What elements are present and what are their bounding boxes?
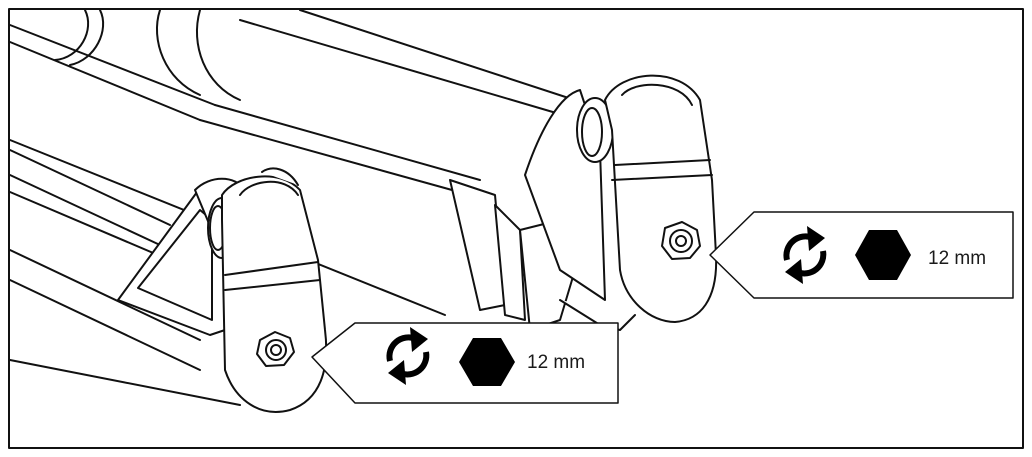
rotate-arrows-icon xyxy=(783,226,827,284)
upper-callout: 12 mm xyxy=(709,211,1014,299)
rotate-arrows-icon xyxy=(386,327,430,385)
upper-clevis-bracket xyxy=(449,74,718,331)
diagram-frame xyxy=(8,8,1024,449)
hex-socket-icon xyxy=(855,230,911,280)
upper-callout-size: 12 mm xyxy=(928,248,986,269)
lower-tube xyxy=(9,149,241,406)
lower-callout: 12 mm xyxy=(311,322,619,404)
lower-callout-size: 12 mm xyxy=(527,352,585,373)
lower-clevis-bracket xyxy=(117,167,328,413)
upper-bolt xyxy=(661,221,701,260)
hex-socket-icon xyxy=(459,338,515,386)
lower-bolt xyxy=(256,331,295,367)
